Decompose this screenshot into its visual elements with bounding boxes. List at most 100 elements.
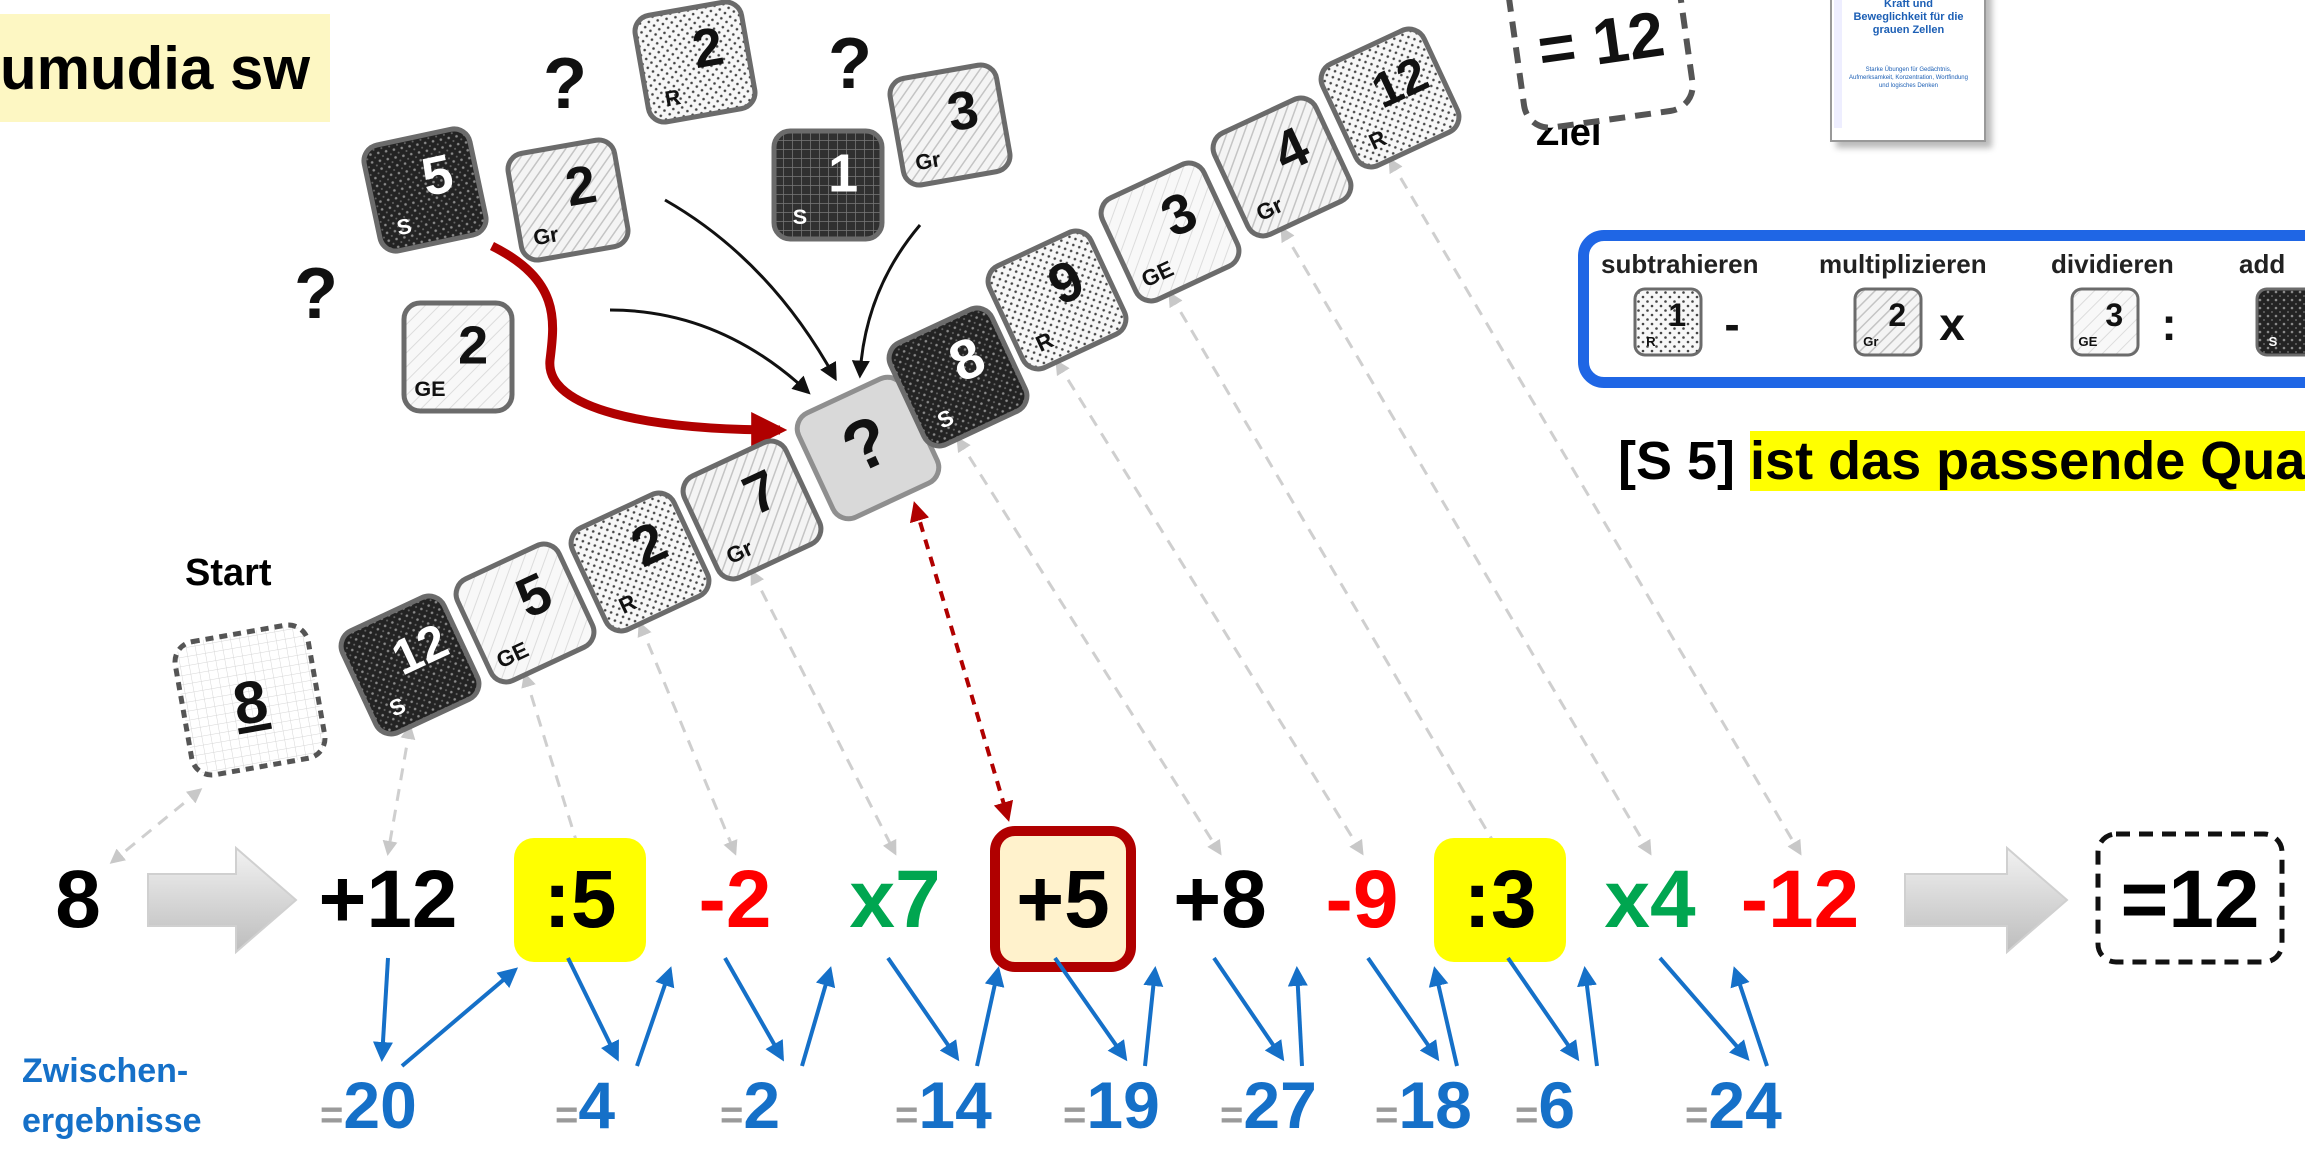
path-tile-3-value: 2 xyxy=(621,509,676,579)
equation-start: 8 xyxy=(55,854,101,945)
intermediate-result-3: =2 xyxy=(720,1068,780,1142)
equation-step-1: +12 xyxy=(318,854,457,945)
path-tile-9-letter: Gr xyxy=(1252,192,1287,226)
answer-tile-ref: [S 5] xyxy=(1618,431,1751,491)
equation-result: =12 xyxy=(2120,854,2259,945)
path-tile-missing-value: ? xyxy=(830,400,902,489)
equals-sign-5: = xyxy=(1063,1093,1086,1137)
intermediate-value-5: 19 xyxy=(1086,1068,1159,1142)
path-tile-4-letter: Gr xyxy=(722,535,757,569)
link-start xyxy=(109,788,203,864)
link-tile-4 xyxy=(750,569,897,856)
intermediate-value-8: 6 xyxy=(1538,1068,1575,1142)
down-arrow-5 xyxy=(1053,956,1128,1062)
candidate-tile-5-letter: Gr xyxy=(913,146,943,175)
down-arrow-9 xyxy=(1658,956,1750,1062)
path-tile-8: 3GE xyxy=(1098,160,1242,304)
candidate-tile-1: 5S xyxy=(361,126,489,254)
path-tile-4-value: 7 xyxy=(733,457,788,527)
path-tile-8-square xyxy=(1098,160,1242,304)
path-tile-6-value: 8 xyxy=(939,324,994,394)
intermediate-result-1: =20 xyxy=(320,1068,417,1142)
down-arrow-3 xyxy=(723,957,784,1062)
up-arrow-9 xyxy=(1730,966,1769,1067)
path-tile-1-square xyxy=(338,593,482,737)
intermediate-value-7: 18 xyxy=(1398,1068,1471,1142)
goal-label: Ziel xyxy=(1536,112,1602,154)
candidate-tile-6-value: 2 xyxy=(458,315,488,375)
equation-step-5: +5 xyxy=(1016,854,1110,945)
equals-sign-1: = xyxy=(320,1093,343,1137)
start-tile-value: 8 xyxy=(228,667,273,739)
book-title: Kraft und Beweglichkeit für die grauen Z… xyxy=(1853,0,1964,36)
candidate-tile-2-square xyxy=(505,137,631,263)
path-tile-3-square xyxy=(568,490,712,634)
intermediate-value-1: 20 xyxy=(343,1068,416,1142)
down-arrow-8 xyxy=(1506,956,1580,1062)
down-arrow-1 xyxy=(372,957,393,1062)
start-tile: 8 xyxy=(172,622,328,778)
legend-subtract-label: subtrahieren xyxy=(1601,249,1759,279)
legend-divide-label: dividieren xyxy=(2051,249,2174,279)
candidate-tile-1-value: 5 xyxy=(416,143,458,208)
path-tile-8-value: 3 xyxy=(1151,179,1206,249)
up-arrow-4 xyxy=(975,966,1005,1067)
title-highlight xyxy=(0,14,330,122)
link-tile-6 xyxy=(956,436,1222,856)
equation-step-9: x4 xyxy=(1604,854,1696,945)
equals-sign-6: = xyxy=(1220,1093,1243,1137)
start-label: Start xyxy=(185,552,272,594)
equals-sign-2: = xyxy=(555,1093,578,1137)
link-tile-8 xyxy=(1168,291,1502,856)
candidate-tile-6: 2GE xyxy=(401,300,515,414)
candidate-tile-4-letter: S xyxy=(793,204,807,229)
path-tile-1-letter: S xyxy=(385,693,409,722)
path-tile-7: 9R xyxy=(985,228,1129,372)
arrow-from-gr2 xyxy=(664,198,837,382)
path-tile-2: 5GE xyxy=(453,541,597,685)
candidate-tile-3-square xyxy=(632,0,758,125)
candidate-tile-4-square xyxy=(771,128,885,242)
path-tile-2-value: 5 xyxy=(506,560,561,630)
intermediate-label-2: ergebnisse xyxy=(22,1102,202,1140)
up-arrow-6 xyxy=(1287,966,1308,1067)
path-tile-missing-square xyxy=(794,374,942,522)
path-tile-6-square xyxy=(886,305,1030,449)
down-arrow-6 xyxy=(1212,956,1285,1062)
intermediate-result-7: =18 xyxy=(1375,1068,1472,1142)
path-tile-10-square xyxy=(1318,26,1462,170)
down-arrow-2 xyxy=(566,957,619,1062)
path-tile-2-square xyxy=(453,541,597,685)
start-tile-square xyxy=(172,622,328,778)
candidate-tile-4-value: 1 xyxy=(828,143,858,203)
legend-add-label: add xyxy=(2239,249,2286,279)
path-tile-7-letter: R xyxy=(1032,327,1057,356)
path-tile-1-value: 12 xyxy=(384,613,457,686)
up-arrow-5 xyxy=(1143,966,1164,1067)
intermediate-value-6: 27 xyxy=(1243,1068,1316,1142)
equation-step-10: -12 xyxy=(1741,854,1860,945)
book-cover: Kraft und Beweglichkeit für die grauen Z… xyxy=(1830,0,1986,142)
path-tile-8-letter: GE xyxy=(1138,256,1178,292)
path-tile-10: 12R xyxy=(1318,26,1462,170)
candidate-tile-3: 2R xyxy=(632,0,758,125)
equals-sign-3: = xyxy=(720,1093,743,1137)
path-tile-2-letter: GE xyxy=(493,637,533,673)
candidate-tile-2: 2Gr xyxy=(505,137,631,263)
path-tile-10-letter: R xyxy=(1365,125,1390,154)
path-tile-7-square xyxy=(985,228,1129,372)
candidate-tile-4: 1S xyxy=(771,128,885,242)
path-tile-9-value: 4 xyxy=(1263,114,1318,184)
up-arrow-3 xyxy=(800,966,836,1067)
path-tile-3-letter: R xyxy=(615,589,640,618)
intermediate-result-9: =24 xyxy=(1685,1068,1782,1142)
arrow-from-gr3 xyxy=(851,224,922,379)
up-arrow-7 xyxy=(1428,966,1459,1067)
path-tile-9-square xyxy=(1210,95,1354,239)
path-tile-10-value: 12 xyxy=(1364,46,1437,119)
intermediate-value-3: 2 xyxy=(743,1068,780,1142)
up-arrow-1 xyxy=(400,967,519,1068)
link-answer xyxy=(909,501,1014,822)
